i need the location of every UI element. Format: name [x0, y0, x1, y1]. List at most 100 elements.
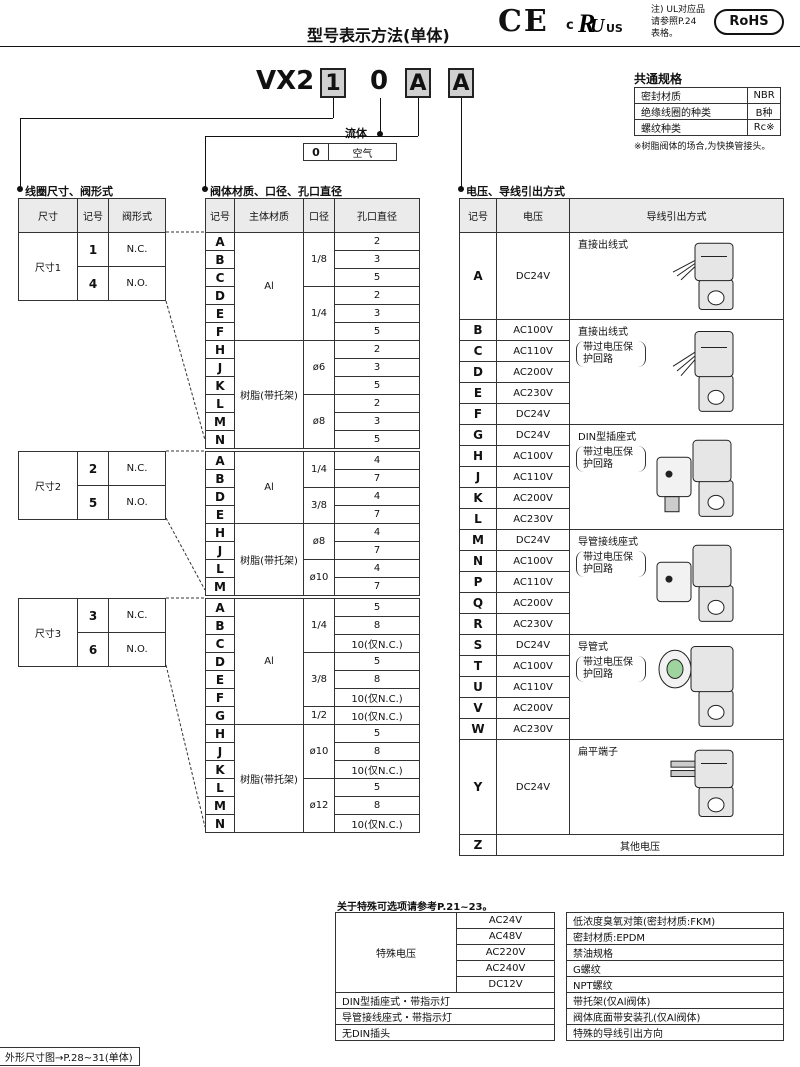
coil-size-label: 尺寸2 — [18, 451, 78, 520]
fluid-table: 0 空气 — [303, 143, 397, 161]
valve-picture-icon — [653, 744, 743, 825]
valve-picture-icon — [653, 639, 743, 736]
valve-picture-icon — [653, 237, 743, 318]
coil-table-size2: 尺寸2 2 N.C. 5 N.O. — [18, 451, 166, 520]
svg-text:R: R — [577, 9, 595, 38]
lead-wire-type: 导管接线座式 — [578, 537, 638, 548]
lead-wire-type: 直接出线式 — [578, 327, 628, 338]
model-box-body: A — [405, 68, 431, 98]
lead-wire-type: 导管式 — [578, 642, 608, 653]
model-prefix: VX2 — [256, 66, 315, 96]
valve-picture-icon — [653, 324, 743, 421]
ce-mark: CE — [498, 4, 549, 39]
lead-wire-cell: 导管式带过电压保护回路 — [569, 634, 784, 740]
fluid-title: 流体 — [345, 127, 367, 140]
valve-picture-icon — [653, 534, 743, 631]
options-title: 关于特殊可选项请参考P.21~23。 — [337, 902, 493, 913]
coil-section-title: 线圈尺寸、阀形式 — [25, 185, 113, 198]
voltage-section-title: 电压、导线引出方式 — [466, 185, 565, 198]
coil-size-label: 尺寸1 — [18, 232, 78, 301]
lead-wire-cell: 扁平端子 — [569, 739, 784, 835]
lead-wire-cell: 导管接线座式带过电压保护回路 — [569, 529, 784, 635]
body-section-title: 阀体材质、口径、孔口直径 — [210, 185, 342, 198]
coil-table-size3: 尺寸3 3 N.C. 6 N.O. — [18, 598, 166, 667]
lead-wire-cell: DIN型插座式带过电压保护回路 — [569, 424, 784, 530]
lead-wire-type: 直接出线式 — [578, 240, 628, 251]
svg-text:U: U — [590, 15, 606, 37]
ul-note: 注) UL对应品 请参照P.24 表格。 — [651, 5, 705, 39]
lead-wire-cell: 直接出线式 — [569, 232, 784, 320]
model-box-voltage: A — [448, 68, 474, 98]
options-right-table: 低浓度臭氧对策(密封材质:FKM) 密封材质:EPDM 禁油规格 G螺纹 NPT… — [566, 912, 784, 1041]
coil-table-size1: 尺寸 记号 阀形式 尺寸1 1 N.C. 4 N.O. — [18, 198, 166, 301]
coil-size-label: 尺寸3 — [18, 598, 78, 667]
page-title: 型号表示方法(单体) — [307, 26, 450, 45]
lead-wire-cell: 直接出线式带过电压保护回路 — [569, 319, 784, 425]
lead-wire-type: DIN型插座式 — [578, 432, 637, 443]
common-spec-title: 共通规格 — [634, 72, 683, 86]
ul-logo-icon: R U — [577, 9, 606, 38]
common-spec-note: ※树脂阀体的场合,为快换管接头。 — [634, 142, 771, 152]
options-left-table: 特殊电压 AC24V AC48V AC220V AC240V DC12V DIN… — [335, 912, 555, 1041]
ul-mark: c R U US — [566, 9, 623, 38]
surge-note: 带过电压保护回路 — [576, 446, 646, 472]
surge-note: 带过电压保护回路 — [576, 656, 646, 682]
fluid-label: 空气 — [328, 143, 397, 161]
surge-note: 带过电压保护回路 — [576, 551, 646, 577]
model-fluid-digit: 0 — [370, 66, 389, 96]
rohs-badge: RoHS — [714, 9, 784, 35]
surge-note: 带过电压保护回路 — [576, 341, 646, 367]
valve-picture-icon — [653, 429, 743, 526]
lead-wire-type: 扁平端子 — [578, 747, 618, 758]
model-box-coil: 1 — [320, 68, 346, 98]
footer-link[interactable]: 外形尺寸图→P.28~31(单体) — [0, 1047, 140, 1066]
